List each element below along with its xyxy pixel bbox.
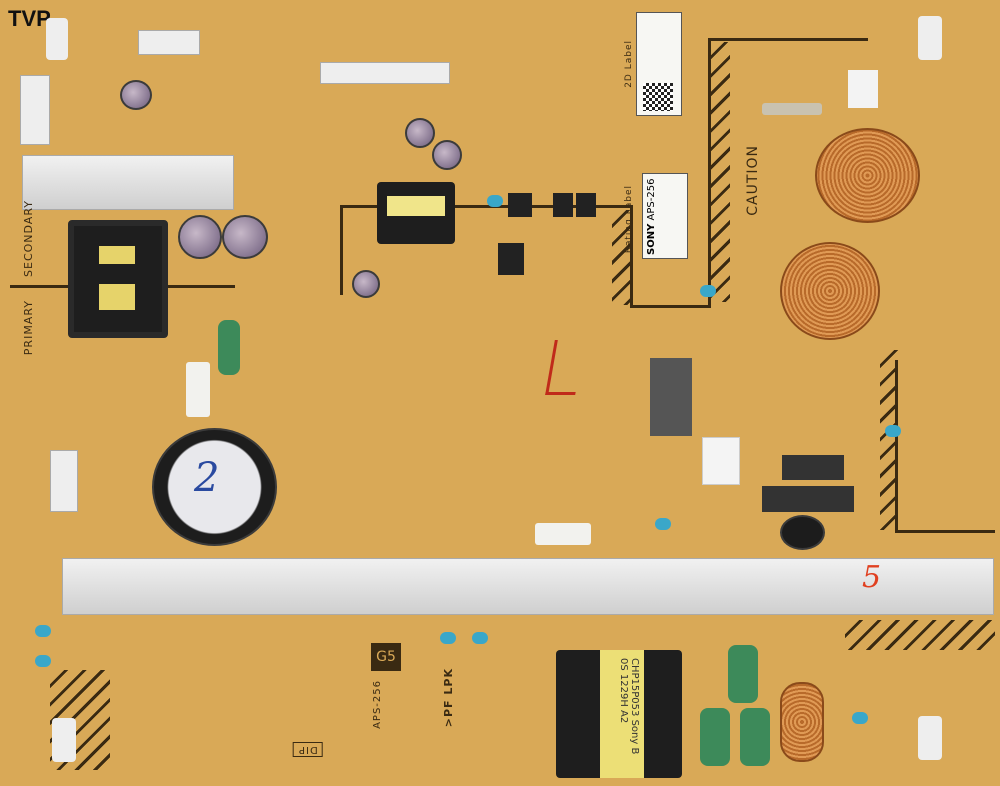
silkscreen-secondary: SECONDARY: [22, 200, 35, 277]
ic-chip: [553, 193, 573, 217]
connector: [320, 62, 450, 84]
silkscreen-model: APS-256: [372, 680, 383, 729]
bridge-rectifier: [782, 455, 844, 480]
transformer-label-2: Sony B 0S 1229H A2: [618, 658, 640, 755]
2d-label-sticker: [636, 12, 682, 116]
connector: [702, 437, 740, 485]
watermark: TVP: [8, 6, 51, 31]
rating-brand: SONY: [646, 223, 657, 255]
mounting-hole: [918, 16, 942, 60]
trace: [630, 205, 633, 305]
film-capacitor: [740, 708, 770, 766]
hatch: [710, 42, 730, 302]
film-capacitor: [218, 320, 240, 375]
fuse: [762, 103, 822, 115]
ceramic-capacitor: [472, 632, 488, 644]
connector: [20, 75, 50, 145]
handwritten-mark: 5: [862, 560, 882, 595]
rating-model: APS-256: [646, 178, 657, 221]
capacitor: [222, 215, 268, 259]
resistor: [535, 523, 591, 545]
trace: [630, 305, 710, 308]
ceramic-capacitor: [852, 712, 868, 724]
ceramic-capacitor: [655, 518, 671, 530]
connector: [848, 70, 878, 108]
silkscreen-primary: PRIMARY: [22, 300, 35, 356]
transformer-bottom: CHP15P053 Sony B 0S 1229H A2: [556, 650, 682, 778]
capacitor: [120, 80, 152, 110]
resistor: [186, 362, 210, 417]
mounting-hole: [46, 18, 68, 60]
hatch: [612, 210, 630, 305]
trace: [708, 38, 711, 308]
ic-chip: [576, 193, 596, 217]
heatsink-main: [62, 558, 994, 615]
inductor: [780, 682, 824, 762]
bulk-capacitor: 2: [152, 428, 277, 546]
ic-chip: [498, 243, 524, 275]
ic-chip: [508, 193, 532, 217]
silkscreen-marks: >PF LPK: [442, 668, 455, 728]
ceramic-capacitor: [35, 625, 51, 637]
hatch: [880, 350, 898, 530]
capacitor: [352, 270, 380, 298]
capacitor: [780, 515, 825, 550]
mounting-hole: [918, 716, 942, 760]
transformer-small: [377, 182, 455, 244]
toroid-inductor: [815, 128, 920, 223]
heatsink-top: [22, 155, 234, 210]
ceramic-capacitor: [440, 632, 456, 644]
connector: [138, 30, 200, 55]
silkscreen-dip: DIP: [293, 742, 323, 757]
silkscreen-board-code: G5: [371, 643, 401, 671]
capacitor: [432, 140, 462, 170]
silkscreen-rating-label: Rating Label: [624, 185, 634, 254]
capacitor: [178, 215, 222, 259]
capacitor: [405, 118, 435, 148]
connector: [50, 450, 78, 512]
handwritten-scribble: [545, 340, 585, 395]
trace: [340, 205, 343, 295]
ceramic-capacitor: [487, 195, 503, 207]
film-capacitor: [728, 645, 758, 703]
toroid-inductor: [780, 242, 880, 340]
film-capacitor: [700, 708, 730, 766]
mounting-hole: [52, 718, 76, 762]
silkscreen-2d-label: 2D Label: [624, 40, 634, 88]
ceramic-capacitor: [885, 425, 901, 437]
hatch: [845, 620, 995, 650]
trace: [895, 530, 995, 533]
rating-label-card: SONY APS-256: [642, 173, 688, 259]
silkscreen-caution: CAUTION: [745, 145, 761, 216]
bridge-rectifier: [762, 486, 854, 512]
relay: [650, 358, 692, 436]
transformer-label-1: CHP15P053: [629, 658, 640, 717]
ceramic-capacitor: [700, 285, 716, 297]
trace: [340, 205, 630, 208]
ceramic-capacitor: [35, 655, 51, 667]
transformer: [68, 220, 168, 338]
trace: [708, 38, 868, 41]
handwritten-mark: 2: [194, 455, 220, 501]
